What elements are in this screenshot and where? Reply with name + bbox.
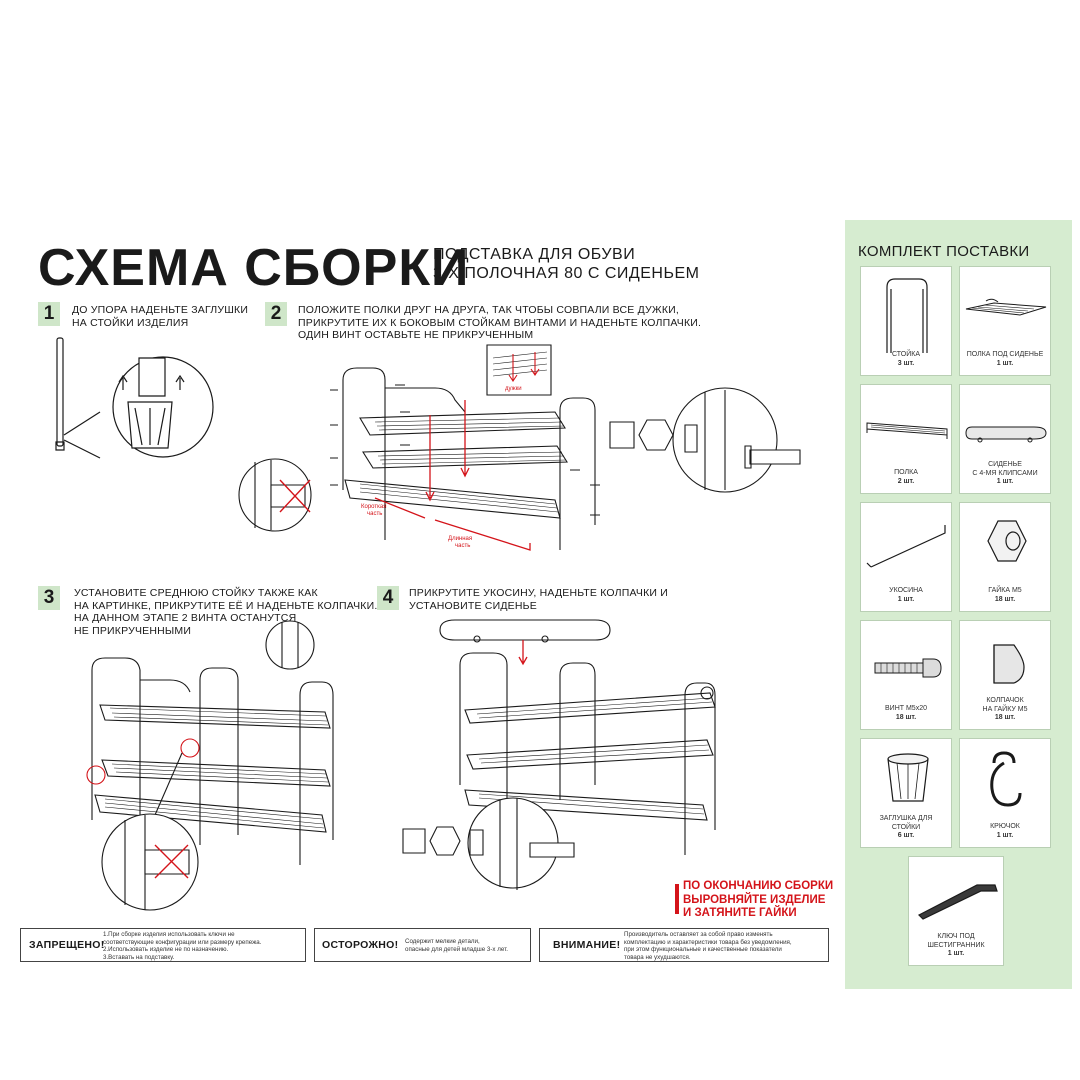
final-note: ПО ОКОНЧАНИЮ СБОРКИ ВЫРОВНЯЙТЕ ИЗДЕЛИЕ И… <box>683 880 834 919</box>
short-part-label-2: часть <box>367 511 382 517</box>
page-title: СХЕМА СБОРКИ <box>38 239 470 297</box>
rack-post-icon <box>875 275 939 355</box>
warning-box-attention: ВНИМАНИЕ! Производитель оставляет за соб… <box>539 928 829 962</box>
hook-icon <box>984 749 1028 811</box>
step-3-number: 3 <box>38 586 60 610</box>
cap-icon <box>988 637 1026 687</box>
long-part-label-2: часть <box>455 543 470 549</box>
kit-title: КОМПЛЕКТ ПОСТАВКИ <box>858 243 1030 260</box>
warning-box-caution: ОСТОРОЖНО! Содержит мелкие детали, опасн… <box>314 928 531 962</box>
product-subtitle: ПОДСТАВКА ДЛЯ ОБУВИ 3-Х ПОЛОЧНАЯ 80 С СИ… <box>433 246 700 282</box>
step-1-number: 1 <box>38 302 60 326</box>
step-3-text: УСТАНОВИТЕ СРЕДНЮЮ СТОЙКУ ТАКЖЕ КАК НА К… <box>74 587 378 637</box>
shelf-icon <box>865 419 949 441</box>
step-1-illustration <box>40 330 230 460</box>
step-3-illustration <box>60 600 350 890</box>
brace-icon <box>865 523 949 573</box>
short-part-label-1: Короткая <box>361 504 386 510</box>
seat-icon <box>964 421 1048 445</box>
step-2-illustration: Короткая часть Длинная часть дужки <box>235 340 835 570</box>
step-2-number: 2 <box>265 302 287 326</box>
foot-plug-icon <box>885 751 931 807</box>
seat-shelf-icon <box>964 297 1048 327</box>
step-4-text: ПРИКРУТИТЕ УКОСИНУ, НАДЕНЬТЕ КОЛПАЧКИ И … <box>409 587 669 612</box>
final-note-bar <box>675 884 679 914</box>
arcs-label: дужки <box>505 386 522 392</box>
step-2-text: ПОЛОЖИТЕ ПОЛКИ ДРУГ НА ДРУГА, ТАК ЧТОБЫ … <box>298 304 702 341</box>
step-4-illustration <box>395 615 735 875</box>
step-4-number: 4 <box>377 586 399 610</box>
nut-icon <box>986 517 1028 565</box>
screw-icon <box>873 655 943 681</box>
long-part-label-1: Длинная <box>448 536 472 542</box>
warning-box-forbidden: ЗАПРЕЩЕНО! 1.При сборке изделия использо… <box>20 928 306 962</box>
step-1-text: ДО УПОРА НАДЕНЬТЕ ЗАГЛУШКИ НА СТОЙКИ ИЗД… <box>72 304 249 329</box>
hex-key-icon <box>915 875 999 921</box>
